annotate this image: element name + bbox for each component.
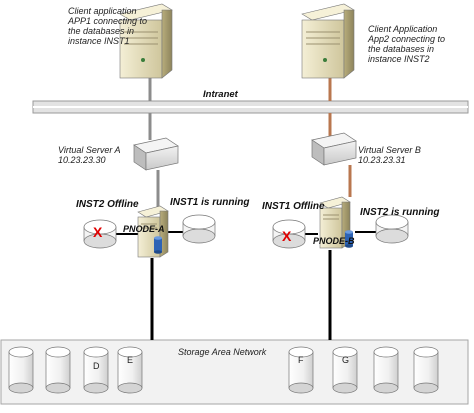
disk-e-label: E [127, 355, 134, 365]
client-server-app2-icon [301, 3, 355, 79]
client-app1-line-1: Client application [68, 6, 137, 16]
pnode-b-db-icon [345, 230, 353, 248]
client-app1-label: Client application APP1 connecting to th… [68, 6, 147, 46]
intranet-label: Intranet [203, 89, 238, 100]
client-app1-line-2: APP1 connecting to [68, 16, 148, 26]
virtual-server-b-label: Virtual Server B 10.23.23.31 [358, 145, 421, 165]
san-disk-2-icon [45, 346, 71, 394]
inst1-running-disk-icon [182, 214, 216, 244]
inst2-running-disk-icon [375, 214, 409, 244]
client-app2-label: Client Application App2 connecting to th… [368, 24, 445, 64]
pnode-a-db-icon [154, 236, 162, 254]
inst2-offline-disk-icon [83, 219, 117, 249]
disk-g-label: G [342, 355, 350, 365]
inst1-offline-disk-icon [272, 219, 306, 249]
san-disk-e-icon [117, 346, 143, 394]
pnode-a-label: PNODE-A [123, 224, 165, 234]
client-app2-line-1: Client Application [368, 24, 438, 34]
vs-a-ip: 10.23.23.30 [58, 155, 106, 165]
san-label: Storage Area Network [178, 347, 267, 357]
inst1-offline-label: INST1 Offline [262, 201, 325, 212]
virtual-server-a-label: Virtual Server A 10.23.23.30 [58, 145, 121, 165]
inst1-offline-x-icon: X [282, 228, 292, 244]
client-app2-line-2: App2 connecting to [368, 34, 446, 44]
san-disk-f-icon [288, 346, 314, 394]
disk-f-label: F [298, 355, 304, 365]
vs-b-ip: 10.23.23.31 [358, 155, 406, 165]
san-disk-g-icon [332, 346, 358, 394]
client-server-app1-icon [119, 3, 173, 79]
client-app1-line-3: the databases in [68, 26, 135, 36]
virtual-server-a-icon [133, 137, 179, 171]
san-disk-d-icon [83, 346, 109, 394]
san-disk-8-icon [413, 346, 439, 394]
pnode-b-label: PNODE-B [313, 236, 355, 246]
disk-d-label: D [93, 361, 100, 371]
inst2-offline-label: INST2 Offline [76, 199, 139, 210]
san-disk-1-icon [8, 346, 34, 394]
vs-b-name: Virtual Server B [358, 145, 421, 155]
inst1-running-label: INST1 is running [170, 197, 250, 208]
inst2-offline-x-icon: X [93, 224, 103, 240]
client-app1-line-4: instance INST1 [68, 36, 130, 46]
vs-a-name: Virtual Server A [58, 145, 121, 155]
client-app2-line-4: instance INST2 [368, 54, 430, 64]
inst2-running-label: INST2 is running [360, 207, 440, 218]
virtual-server-b-icon [311, 132, 357, 166]
san-disk-7-icon [373, 346, 399, 394]
client-app2-line-3: the databases in [368, 44, 435, 54]
